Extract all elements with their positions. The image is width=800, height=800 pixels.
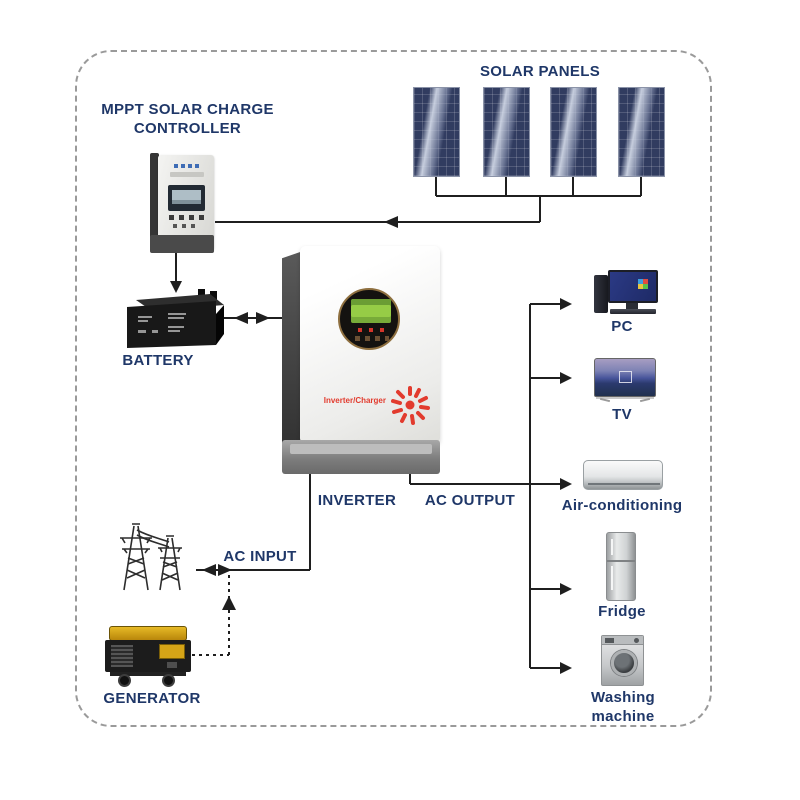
tv-bottom-bar bbox=[596, 397, 654, 399]
solar-panel-icon bbox=[413, 87, 460, 177]
generator-tank bbox=[109, 626, 187, 641]
generator-side-panel bbox=[159, 644, 185, 659]
mppt-label-line2: CONTROLLER bbox=[133, 120, 242, 137]
inverter-display-bezel bbox=[338, 288, 400, 350]
washer-door bbox=[611, 650, 637, 676]
pc-windows-logo bbox=[638, 279, 648, 289]
generator-body bbox=[105, 640, 191, 672]
controller-body bbox=[158, 155, 214, 250]
ac-output-label: AC OUTPUT bbox=[424, 492, 516, 509]
solar-panel-icon bbox=[550, 87, 597, 177]
generator-label: GENERATOR bbox=[103, 690, 201, 707]
pc-label: PC bbox=[611, 318, 633, 335]
pc-keyboard bbox=[610, 309, 656, 314]
pc-monitor-stand bbox=[626, 303, 638, 309]
pc-monitor bbox=[608, 270, 658, 303]
tv-label: TV bbox=[612, 406, 632, 423]
generator-wheel bbox=[118, 674, 131, 687]
mppt-controller-label: MPPT SOLAR CHARGE CONTROLLER bbox=[85, 100, 290, 138]
diagram-dashed-border bbox=[75, 50, 712, 727]
inverter-lcd-screen bbox=[351, 299, 391, 323]
inverter-base-lip bbox=[290, 444, 432, 454]
solar-panel-icon bbox=[483, 87, 530, 177]
battery-label: BATTERY bbox=[122, 352, 194, 369]
solar-panels-label: SOLAR PANELS bbox=[480, 63, 600, 80]
generator-grille bbox=[111, 645, 133, 667]
controller-label-strip bbox=[170, 172, 204, 177]
fridge-handle bbox=[611, 566, 613, 590]
air-conditioner-icon bbox=[583, 460, 663, 490]
pc-icon bbox=[592, 270, 660, 317]
fridge-label: Fridge bbox=[598, 603, 646, 620]
inverter-icon: Inverter/Charger bbox=[282, 246, 440, 474]
controller-lcd-screen bbox=[172, 190, 201, 204]
sunburst-logo-icon bbox=[391, 386, 430, 425]
washer-detergent-drawer bbox=[605, 638, 614, 643]
air-conditioning-label: Air-conditioning bbox=[561, 497, 683, 514]
air-conditioner-vent bbox=[588, 483, 660, 485]
fridge-icon bbox=[606, 532, 636, 601]
generator-icon bbox=[104, 626, 194, 689]
controller-buttons bbox=[169, 215, 205, 220]
generator-base bbox=[110, 672, 186, 676]
mppt-controller-icon bbox=[150, 152, 214, 253]
washing-machine-icon bbox=[601, 635, 644, 686]
washer-control-panel bbox=[602, 636, 643, 645]
fridge-door-divider bbox=[607, 560, 635, 562]
controller-lcd bbox=[168, 185, 205, 211]
controller-logo bbox=[174, 164, 200, 168]
tv-icon bbox=[594, 358, 656, 404]
controller-buttons-row2 bbox=[173, 224, 199, 228]
washer-knob bbox=[634, 638, 639, 643]
controller-base bbox=[150, 235, 214, 253]
controller-side-fin bbox=[150, 153, 159, 243]
washing-machine-label: Washing machine bbox=[590, 689, 656, 725]
inverter-led-indicators bbox=[358, 328, 386, 332]
inverter-brand-text: Inverter/Charger bbox=[323, 396, 386, 405]
fridge-handle bbox=[611, 539, 613, 555]
generator-outlet bbox=[167, 662, 177, 668]
pc-tower bbox=[594, 275, 608, 313]
inverter-buttons bbox=[355, 336, 389, 341]
generator-wheel bbox=[162, 674, 175, 687]
solar-panel-icon bbox=[618, 87, 665, 177]
mppt-label-line1: MPPT SOLAR CHARGE bbox=[101, 101, 274, 118]
pc-screen bbox=[610, 272, 656, 301]
inverter-label: INVERTER bbox=[317, 492, 397, 509]
tv-screen-image bbox=[619, 371, 632, 383]
tv-screen bbox=[594, 358, 656, 397]
ac-input-label: AC INPUT bbox=[223, 548, 297, 565]
